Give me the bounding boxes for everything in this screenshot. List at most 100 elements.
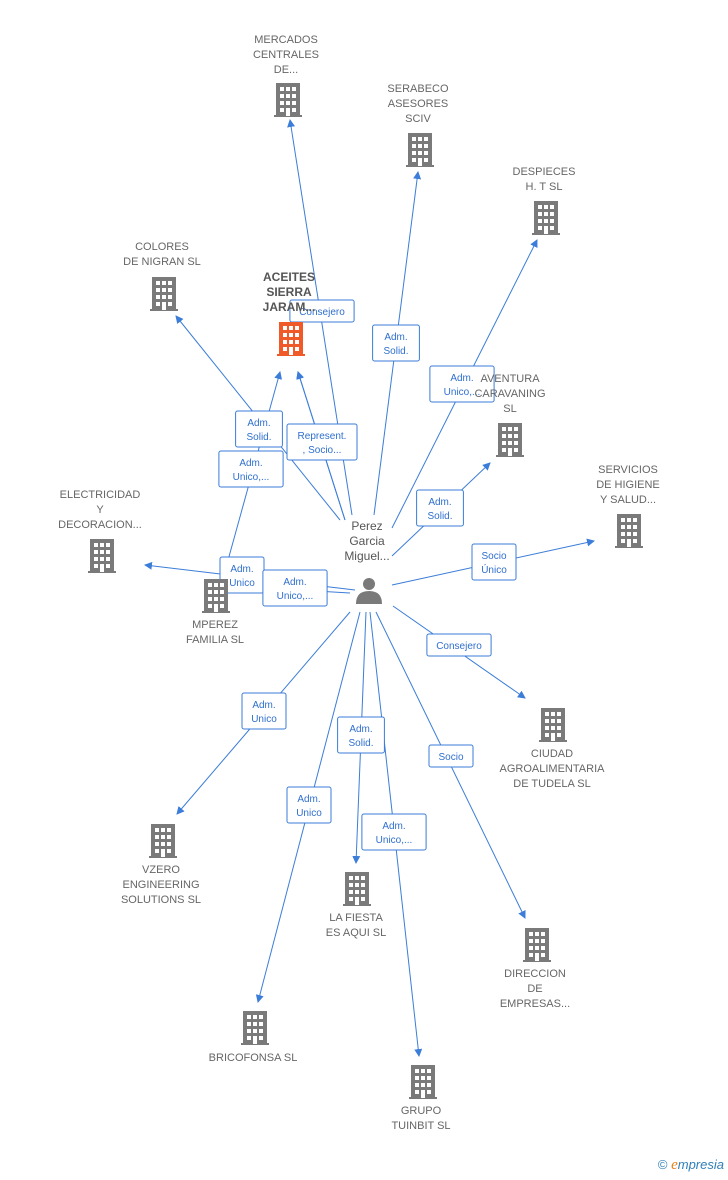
edge-tag-text: Solid. xyxy=(383,346,408,357)
edge-tag-text: Adm. xyxy=(283,577,306,588)
company-label: SERVICIOS xyxy=(598,464,658,476)
company-node-aceites[interactable]: ACEITESSIERRAJARAM... xyxy=(263,270,316,356)
company-label: Y SALUD... xyxy=(600,494,656,506)
company-label: DE... xyxy=(274,64,298,76)
edge-tag-colores[interactable]: Adm.Solid. xyxy=(235,410,283,448)
company-label: TUINBIT SL xyxy=(391,1120,450,1132)
edge-tag-text: Solid. xyxy=(246,432,271,443)
building-icon xyxy=(274,83,302,117)
edge-tag-box xyxy=(337,716,385,754)
company-label: DECORACION... xyxy=(58,519,142,531)
company-node-mercados[interactable]: MERCADOSCENTRALESDE... xyxy=(253,34,319,117)
company-label: ACEITES xyxy=(263,270,315,284)
edge-tag-aventura[interactable]: Adm.Solid. xyxy=(416,489,464,527)
company-node-servicios[interactable]: SERVICIOS DE HIGIENE Y SALUD... xyxy=(596,464,660,548)
building-icon xyxy=(409,1065,437,1099)
person-label: Perez xyxy=(351,519,382,533)
company-label: SOLUTIONS SL xyxy=(121,894,201,906)
edge-tag-vzero[interactable]: Adm. Unico xyxy=(241,692,287,730)
company-label: Y xyxy=(96,504,104,516)
edge-tag-text: Unico xyxy=(251,714,277,725)
edge-tag-aceites[interactable]: Consejero xyxy=(289,299,355,323)
company-node-serabeco[interactable]: SERABECO ASESORES SCIV xyxy=(387,83,449,167)
edge-tag-box xyxy=(286,423,358,461)
edge-tag-text: Unico,... xyxy=(233,472,270,483)
company-label: AGROALIMENTARIA xyxy=(500,763,606,775)
company-label: ASESORES xyxy=(388,98,449,110)
building-icon xyxy=(343,872,371,906)
edge-tag-despieces[interactable]: Adm. Unico,... xyxy=(429,365,495,403)
edge-tag-box xyxy=(416,489,464,527)
edge-tag-text: Adm. xyxy=(450,373,473,384)
center-person[interactable]: PerezGarciaMiguel... xyxy=(344,519,390,604)
building-icon xyxy=(149,824,177,858)
company-label: CIUDAD xyxy=(531,748,573,760)
edge-tag-text: Unico xyxy=(296,808,322,819)
copyright-footer: © empresia xyxy=(658,1157,724,1174)
company-label: CARAVANING xyxy=(474,388,545,400)
company-node-despieces[interactable]: DESPIECES H. T SL xyxy=(513,166,576,235)
company-node-electricidad[interactable]: ELECTRICIDADYDECORACION... xyxy=(58,489,142,573)
edge-tag-text: Adm. xyxy=(382,821,405,832)
edge-tag-box xyxy=(429,365,495,403)
edge-tag-direccion[interactable]: Socio xyxy=(428,744,474,768)
edge-tag-mperez[interactable]: Adm. Unico,... xyxy=(262,569,328,607)
company-label: SL xyxy=(503,403,516,415)
edge-tag-box xyxy=(241,692,287,730)
edge-tag-bricofonsa[interactable]: Adm.Unico xyxy=(286,786,332,824)
building-icon xyxy=(88,539,116,573)
company-label: ENGINEERING xyxy=(122,879,199,891)
building-icon xyxy=(202,579,230,613)
edge-tag-aceites[interactable]: Adm. Unico,... xyxy=(218,450,284,488)
company-node-direccion[interactable]: DIRECCIONDEEMPRESAS... xyxy=(500,928,570,1010)
edge-tag-serabeco[interactable]: Adm.Solid. xyxy=(372,324,420,362)
company-label: FAMILIA SL xyxy=(186,634,244,646)
edge-tag-text: Unico,... xyxy=(444,387,481,398)
company-label: MERCADOS xyxy=(254,34,318,46)
company-label: ES AQUI SL xyxy=(326,927,387,939)
company-label: DIRECCION xyxy=(504,968,566,980)
edge-tag-box xyxy=(426,633,492,657)
company-node-bricofonsa[interactable]: BRICOFONSA SL xyxy=(209,1011,298,1064)
company-node-grupo[interactable]: GRUPO TUINBIT SL xyxy=(391,1065,451,1132)
edge-tag-text: , Socio... xyxy=(303,445,342,456)
building-icon xyxy=(615,514,643,548)
company-label: DESPIECES xyxy=(513,166,576,178)
edge-tag-text: Unico,... xyxy=(277,591,314,602)
edge-tag-text: Unico xyxy=(229,578,255,589)
edge-tag-box xyxy=(262,569,328,607)
company-label: DE HIGIENE xyxy=(596,479,660,491)
building-icon xyxy=(277,322,305,356)
edge-tag-box xyxy=(289,299,355,323)
edge-tag-box xyxy=(428,744,474,768)
edge-tag-grupo[interactable]: Adm.Unico,... xyxy=(361,813,427,851)
edge-tag-text: Adm. xyxy=(239,458,262,469)
edge-tag-text: Solid. xyxy=(348,738,373,749)
company-label: SCIV xyxy=(405,113,431,125)
brand-initial: e xyxy=(671,1157,678,1173)
edge-tag-text: Adm. xyxy=(349,724,372,735)
company-label: H. T SL xyxy=(526,181,563,193)
edge-tag-lafiesta[interactable]: Adm. Solid. xyxy=(337,716,385,754)
company-label: GRUPO xyxy=(401,1105,442,1117)
edge-tag-text: Socio xyxy=(438,752,463,763)
edge-tag-text: Consejero xyxy=(436,641,482,652)
edge-tag-text: Adm. xyxy=(252,700,275,711)
edge-tags-layer: Adm. Solid. Adm. Unico,... Adm. Solid. Represe… xyxy=(218,299,517,851)
building-icon xyxy=(532,201,560,235)
edge-tag-text: Solid. xyxy=(427,511,452,522)
edge-tag-box xyxy=(286,786,332,824)
edge-tag-ciudad[interactable]: Consejero xyxy=(426,633,492,657)
company-label: SERABECO xyxy=(387,83,449,95)
edge-tag-aceites[interactable]: Represent., Socio... xyxy=(286,423,358,461)
company-label: JARAM... xyxy=(263,300,316,314)
